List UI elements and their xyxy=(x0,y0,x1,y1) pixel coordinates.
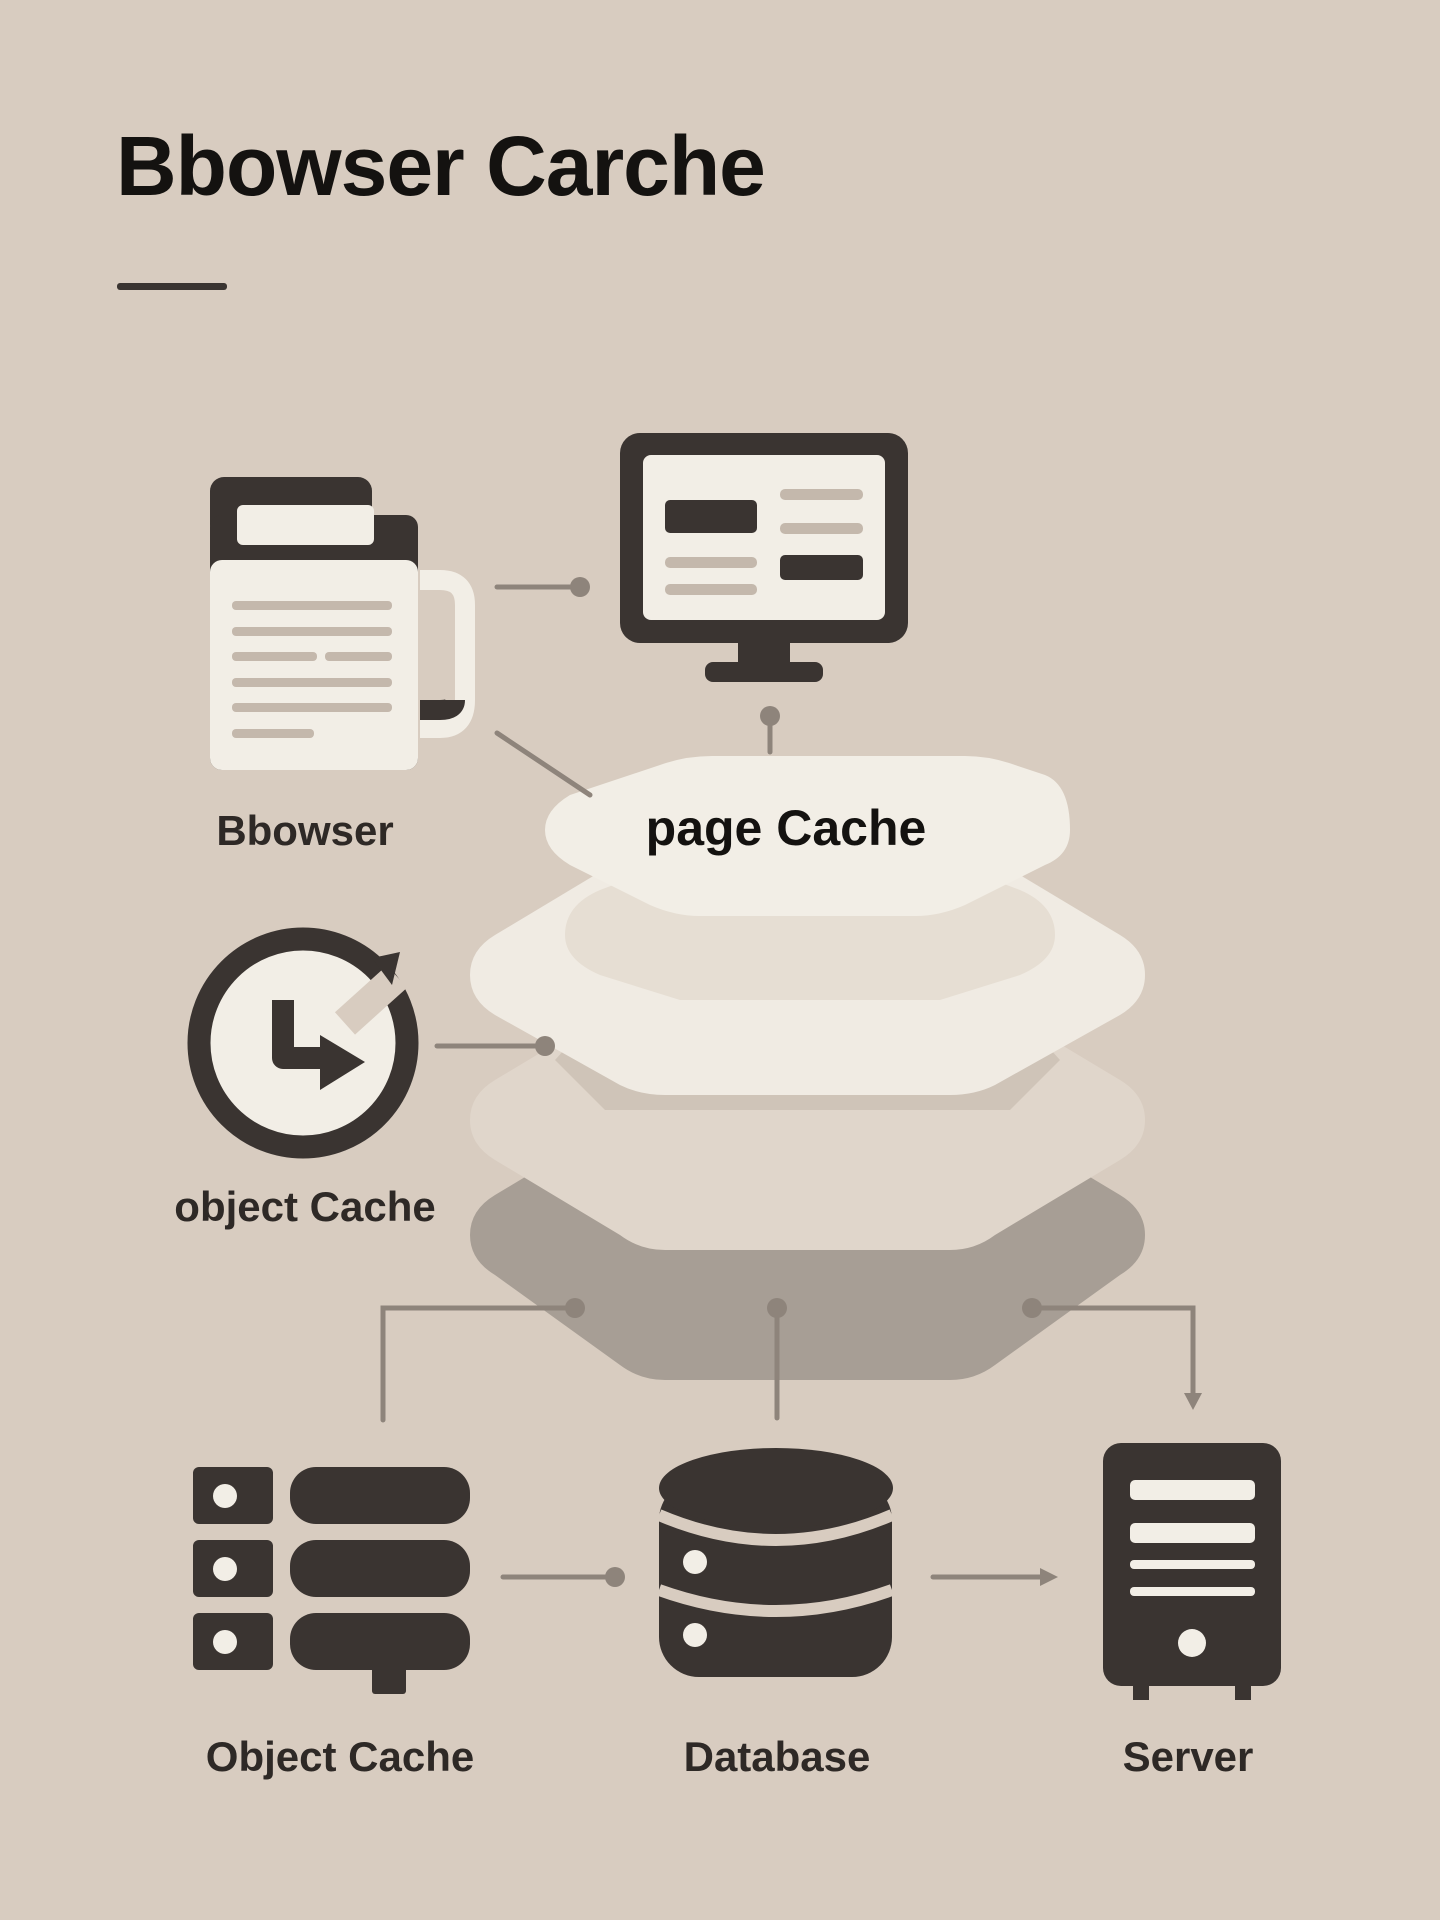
connector-dot xyxy=(767,1298,787,1318)
server-tower-icon xyxy=(1103,1443,1281,1700)
connector-dot xyxy=(760,706,780,726)
label-object-cache: Object Cache xyxy=(205,1733,475,1780)
label-database: Database xyxy=(683,1733,871,1780)
label-browser: Bbowser xyxy=(216,807,394,854)
label-page-cache: page Cache xyxy=(645,800,927,856)
connector-browser-pagecache xyxy=(494,730,593,798)
connector-arrowhead xyxy=(1040,1568,1058,1586)
connector-dot xyxy=(565,1298,585,1318)
connector-cache-server xyxy=(1029,1305,1196,1403)
database-icon xyxy=(656,1448,895,1677)
connector-dots xyxy=(535,577,1202,1587)
document-mug-icon xyxy=(210,477,475,770)
monitor-icon xyxy=(620,433,908,682)
connectors xyxy=(380,584,1196,1580)
page-title: Bbowser Carche xyxy=(116,119,766,213)
cache-layer-top xyxy=(545,756,1070,916)
connector-arrowhead xyxy=(1184,1393,1202,1410)
connector-dot xyxy=(570,577,590,597)
connector-dot xyxy=(535,1036,555,1056)
connector-cache-objectcache xyxy=(380,1305,578,1423)
label-object-cache-upper: object Cache xyxy=(174,1183,436,1230)
label-server: Server xyxy=(1122,1733,1254,1780)
clock-arrow-icon xyxy=(187,927,419,1159)
connector-dot xyxy=(1022,1298,1042,1318)
connector-dot xyxy=(605,1567,625,1587)
server-rack-icon xyxy=(193,1467,470,1694)
cache-layer-stack xyxy=(470,756,1145,1380)
title-underline xyxy=(117,283,227,290)
